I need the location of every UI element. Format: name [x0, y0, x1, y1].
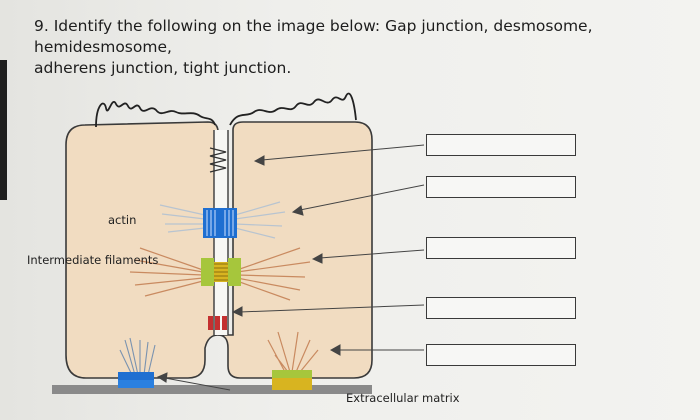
tight-junction	[209, 147, 227, 173]
adherens-junction	[203, 208, 237, 238]
question-line-2: adherens junction, tight junction.	[34, 59, 292, 77]
left-cell	[65, 121, 219, 379]
screen-edge-bar	[0, 60, 7, 200]
hemidesmosome-right	[267, 331, 319, 390]
answer-box-5[interactable]	[426, 344, 576, 366]
answer-box-2[interactable]	[426, 176, 576, 198]
question-text: 9. Identify the following on the image b…	[34, 16, 684, 79]
extracellular-matrix-bar	[52, 385, 372, 394]
hemidesmosome-left	[118, 337, 156, 388]
answer-box-1[interactable]	[426, 134, 576, 156]
actin-label: actin	[108, 213, 137, 227]
pointer-arrows	[156, 144, 425, 391]
microvilli-right	[229, 92, 357, 126]
desmosome	[201, 258, 241, 286]
gap-junction	[208, 316, 227, 330]
intermediate-filaments	[129, 247, 311, 301]
microvilli-left	[95, 101, 216, 128]
answer-box-3[interactable]	[426, 237, 576, 259]
question-line-1: 9. Identify the following on the image b…	[34, 17, 593, 56]
actin-filaments	[159, 201, 286, 239]
answer-box-4[interactable]	[426, 297, 576, 319]
extracellular-matrix-label: Extracellular matrix	[346, 391, 460, 405]
intermediate-filaments-label: Intermediate filaments	[27, 253, 159, 267]
